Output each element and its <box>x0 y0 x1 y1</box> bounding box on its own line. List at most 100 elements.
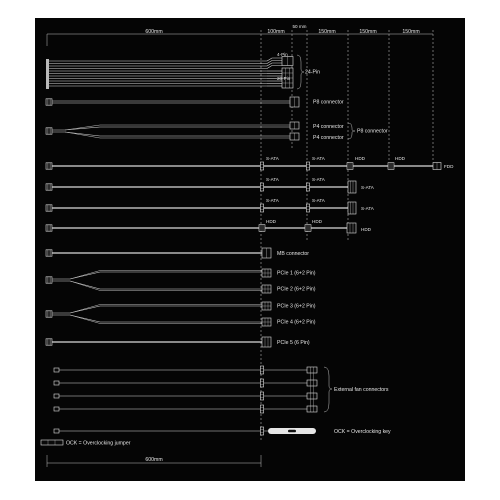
hdd-molex-connector <box>346 222 357 234</box>
fan-cable-end <box>53 393 60 399</box>
ock-cable-end <box>53 428 60 434</box>
inline-connector <box>260 378 264 388</box>
dimension-label: 50 mm <box>292 24 306 29</box>
label-p8-connector: P8 connector <box>357 129 388 135</box>
pcie-cable-1-2: PCIe 1 (6+2 Pin) PCIe 2 (6+2 Pin) <box>45 268 316 294</box>
connector-label: HDD <box>266 219 277 224</box>
fan-connector <box>306 392 318 400</box>
label-pcie-4: PCIe 4 (6+2 Pin) <box>277 320 316 326</box>
sata-connector <box>306 203 310 213</box>
bracket <box>347 122 356 140</box>
peripheral-cable-row-1: S-ATA S-ATA HDD HDD FDD <box>45 156 454 171</box>
external-fan-cables: External fan connectors <box>53 365 389 414</box>
psu-plug <box>46 59 49 89</box>
label-ock-key: OCK = Overclocking key <box>334 429 391 435</box>
psu-end-connector <box>45 224 53 232</box>
psu-end-connector <box>45 249 53 257</box>
bracket <box>296 54 305 90</box>
psu-end-connector <box>45 162 53 170</box>
hdd-molex-connector <box>387 162 395 170</box>
dimension-label: 600mm <box>145 29 162 35</box>
connector-label: S-ATA <box>312 198 326 203</box>
pcie-connector <box>261 284 272 294</box>
connector-label: S-ATA <box>266 156 280 161</box>
pcie-cable-5: PCIe 5 (6 Pin) <box>45 336 310 348</box>
label-mb-connector: MB connector <box>277 251 309 257</box>
peripheral-cable-row-2: S-ATA S-ATA S-ATA <box>45 177 375 194</box>
sata-connector <box>347 180 357 194</box>
inline-connector <box>260 391 264 401</box>
pcie-connector <box>261 336 272 348</box>
fan-connector <box>306 405 318 413</box>
sata-connector <box>306 161 310 171</box>
mb-connector-cable: MB connector <box>45 247 309 259</box>
label-p4-connector: P4 connector <box>313 124 344 130</box>
pcie-connector <box>261 301 272 311</box>
sata-connector <box>306 182 310 192</box>
fan-cable-end <box>53 406 60 412</box>
label-ock-jumper: OCK = Overclocking jumper <box>66 441 131 447</box>
inline-connector <box>260 404 264 414</box>
psu-end-connector <box>45 183 53 191</box>
label-p8-connector: P8 connector <box>313 100 344 106</box>
bottom-dimension-bar: 600mm <box>46 455 262 467</box>
dimension-label: 100mm <box>267 29 284 35</box>
inline-connector <box>260 365 264 375</box>
pcie-connector <box>261 317 272 327</box>
label-p4-connector: P4 connector <box>313 135 344 141</box>
label-fdd: FDD <box>444 164 454 169</box>
dimension-label: 150mm <box>402 29 419 35</box>
dimension-label: 600mm <box>145 457 162 463</box>
psu-end-connector <box>45 204 53 212</box>
bracket <box>323 366 333 413</box>
diagram-background <box>35 18 465 481</box>
sata-connector <box>260 161 264 171</box>
label-24pin: 24-Pin <box>305 70 320 76</box>
p4-split-cable: P4 connector P4 connector P8 connector <box>45 121 388 141</box>
fan-cable-end <box>53 367 60 373</box>
label-pcie-1: PCIe 1 (6+2 Pin) <box>277 271 316 277</box>
connector-label: HDD <box>355 156 366 161</box>
label-20pin: 20-Pin <box>277 76 291 81</box>
dimension-label: 150mm <box>359 29 376 35</box>
fan-connector <box>306 379 318 387</box>
connector-label: S-ATA <box>266 198 280 203</box>
connector-label: HDD <box>312 219 323 224</box>
pcie-cable-3-4: PCIe 3 (6+2 Pin) PCIe 4 (6+2 Pin) <box>45 301 316 327</box>
fan-connector <box>306 366 318 374</box>
inline-connector <box>260 426 264 436</box>
sata-connector <box>260 203 264 213</box>
connector-label: S-ATA <box>361 206 375 211</box>
p8-connector-cable: P8 connector <box>45 96 344 108</box>
hdd-molex-connector <box>258 224 266 232</box>
connector-label: HDD <box>395 156 406 161</box>
hdd-molex-connector <box>304 224 312 232</box>
connector-label: S-ATA <box>312 177 326 182</box>
psu-end-connector <box>45 310 53 318</box>
ock-jumper-icon <box>40 439 64 446</box>
ock-key-cable: OCK = Overclocking key <box>53 426 391 436</box>
connector-label: S-ATA <box>361 185 375 190</box>
label-pcie-3: PCIe 3 (6+2 Pin) <box>277 304 316 310</box>
connector-label: S-ATA <box>266 177 280 182</box>
connector-label: HDD <box>361 227 372 232</box>
psu-end-connector <box>45 338 53 346</box>
top-dimension-bar: 600mm 100mm 50 mm 150mm 150mm 150mm <box>46 24 434 440</box>
psu-end-connector <box>45 276 53 284</box>
fan-cable-end <box>53 380 60 386</box>
ock-jumper-legend: OCK = Overclocking jumper <box>40 439 131 447</box>
ock-key-slot <box>288 429 296 433</box>
label-pcie-5: PCIe 5 (6 Pin) <box>277 340 310 346</box>
hdd-molex-connector <box>346 162 354 170</box>
label-external-fan: External fan connectors <box>334 387 389 393</box>
sata-connector <box>260 182 264 192</box>
sata-connector <box>347 201 357 215</box>
dimension-label: 150mm <box>318 29 335 35</box>
atx-24pin-cable: 4-Pin 20-Pin 24-Pin <box>46 52 320 90</box>
pcie-connector <box>261 268 272 278</box>
peripheral-cable-row-4: HDD HDD HDD <box>45 219 372 234</box>
connector-label: S-ATA <box>312 156 326 161</box>
label-4pin: 4-Pin <box>277 52 288 57</box>
peripheral-cable-row-3: S-ATA S-ATA S-ATA <box>45 198 375 215</box>
